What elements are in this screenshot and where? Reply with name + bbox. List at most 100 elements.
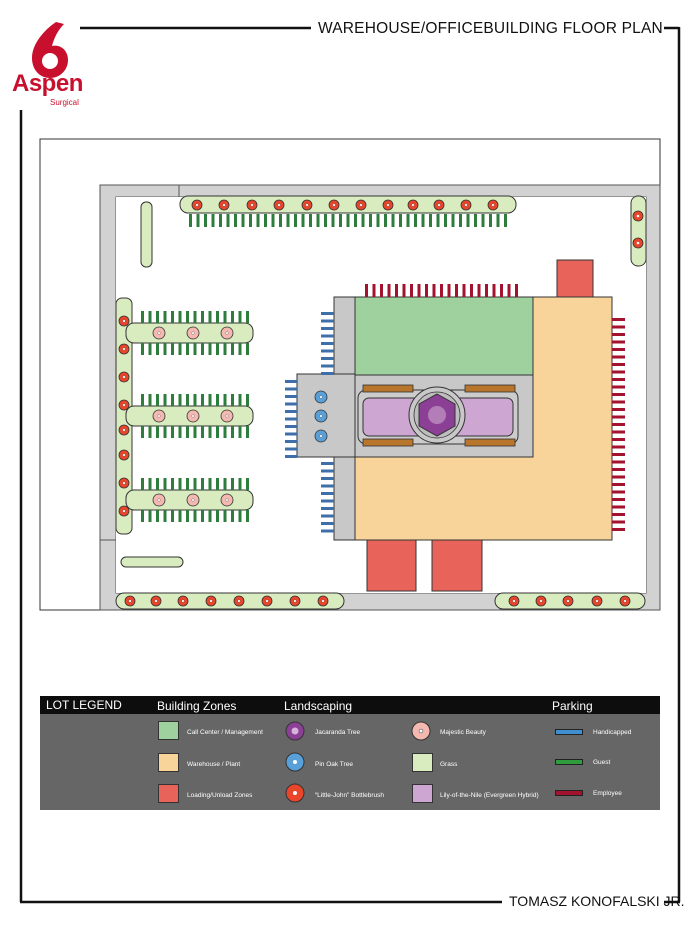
brand-name: Aspen [12,70,83,97]
bench [464,384,516,393]
bottlebrush-tree-icon [124,595,136,607]
bottlebrush-tree-icon [433,199,445,211]
swatch-guest [555,759,583,765]
legend-label-lily-of-the-nile: Lily-of-the-Nile (Evergreen Hybrid) [440,792,539,799]
bottlebrush-tree-icon [508,595,520,607]
legend-title: LOT LEGEND [46,698,122,712]
jacaranda-tree-legend-icon [285,721,305,741]
legend-heading-landscaping: Landscaping [284,699,353,713]
majestic-beauty-tree-icon [186,409,200,423]
legend-label-warehouse: Warehouse / Plant [187,761,241,768]
pin-oak-tree-legend-icon [285,752,305,772]
bottlebrush-tree-icon [177,595,189,607]
bottlebrush-tree-icon [619,595,631,607]
bottlebrush-trees-bottom [124,595,631,607]
majestic-beauty-tree-icon [220,409,234,423]
bottlebrush-tree-icon [460,199,472,211]
bottlebrush-tree-icon [355,199,367,211]
legend-label-handicapped: Handicapped [593,729,632,736]
legend-label-grass: Grass [440,761,458,768]
majestic-beauty-tree-icon [186,493,200,507]
bottlebrush-tree-icon [118,505,130,517]
legend-label-bottlebrush: “Little-John” Bottlebrush [315,792,385,799]
bench [464,438,516,447]
majestic-beauty-tree-icon [152,409,166,423]
bottlebrush-tree-icon [382,199,394,211]
pin-oak-tree-icon [314,390,328,404]
swatch-call-center [158,721,179,740]
bottlebrush-tree-icon [118,449,130,461]
grass-island-left [140,201,153,268]
swatch-handicapped [555,729,583,735]
bottlebrush-tree-icon [317,595,329,607]
loading-zone-north [556,259,594,298]
bottlebrush-tree-icon [118,315,130,327]
legend-heading-parking: Parking [552,699,593,713]
legend-label-guest: Guest [593,759,611,766]
bottlebrush-trees-top [191,199,499,211]
bottlebrush-tree-icon [191,199,203,211]
bottlebrush-tree-icon [261,595,273,607]
zone-call-center-management [354,296,534,376]
legend-label-pin-oak: Pin Oak Tree [315,761,353,768]
legend-label-employee: Employee [593,790,622,797]
bottlebrush-legend-icon [285,783,305,803]
brand-subtitle: Surgical [50,98,79,107]
legend-label-loading-zones: Loading/Unload Zones [187,792,253,799]
bottlebrush-tree-icon [273,199,285,211]
bottlebrush-tree-icon [118,343,130,355]
grass-island-bottom [120,556,184,568]
majestic-beauty-tree-icon [152,493,166,507]
majestic-beauty-tree-icon [220,326,234,340]
bottlebrush-tree-icon [233,595,245,607]
majestic-beauty-tree-icon [152,326,166,340]
bottlebrush-tree-icon [407,199,419,211]
majestic-beauty-tree-icon [220,493,234,507]
legend-header-bar [40,696,660,714]
swatch-grass [412,753,433,772]
bottlebrush-tree-icon [562,595,574,607]
grass-island-right [630,195,647,267]
swatch-loading-zones [158,784,179,803]
swatch-warehouse [158,753,179,772]
grass-strip-bottom-left [115,592,345,610]
bottlebrush-trees-left [118,315,130,517]
loading-zone-south-1 [366,539,417,592]
swatch-lily-of-the-nile [412,784,433,803]
bottlebrush-tree-icon [591,595,603,607]
majestic-beauty-tree-icon [186,326,200,340]
pin-oak-trees [314,390,328,443]
author-name: TOMASZ KONOFALSKI JR. [509,893,685,909]
bottlebrush-tree-icon [118,399,130,411]
bottlebrush-tree-icon [205,595,217,607]
majestic-beauty-legend-icon [411,721,431,741]
bench [362,438,414,447]
aspen-logo-icon [32,22,68,78]
bottlebrush-tree-icon [218,199,230,211]
pin-oak-tree-icon [314,409,328,423]
bottlebrush-tree-icon [301,199,313,211]
legend-label-call-center: Call Center / Management [187,729,263,736]
bench [362,384,414,393]
bottlebrush-tree-icon [118,477,130,489]
grass-strip-top [179,195,517,214]
loading-zone-south-2 [431,539,483,592]
pin-oak-tree-icon [314,429,328,443]
building-parking-stalls [285,284,625,533]
guest-parking-stalls-top [189,214,507,227]
bottlebrush-tree-icon [246,199,258,211]
parking-rows-left [125,311,254,522]
legend-label-jacaranda: Jacaranda Tree [315,729,361,736]
page-title: WAREHOUSE/OFFICEBUILDING FLOOR PLAN [318,20,663,37]
bottlebrush-tree-icon [535,595,547,607]
bottlebrush-tree-icon [150,595,162,607]
legend-heading-building-zones: Building Zones [157,699,237,713]
bottlebrush-tree-icon [289,595,301,607]
swatch-employee [555,790,583,796]
lot-legend: LOT LEGEND Building Zones Landscaping Pa… [40,696,660,810]
bottlebrush-tree-icon [328,199,340,211]
bottlebrush-tree-icon [118,424,130,436]
bottlebrush-tree-icon [487,199,499,211]
